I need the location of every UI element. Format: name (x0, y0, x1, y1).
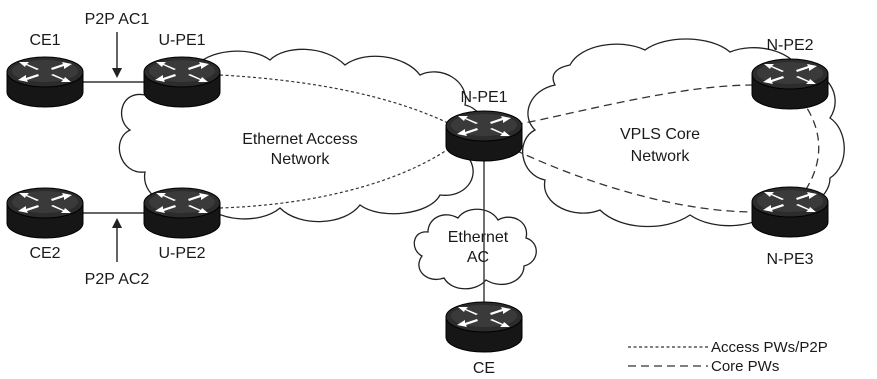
label-core-network-line2: Network (631, 148, 691, 165)
legend: Access PWs/P2P Core PWs (628, 339, 828, 375)
router-upe1-icon (143, 56, 221, 108)
label-access-network-line2: Network (271, 151, 331, 168)
label-npe3: N-PE3 (766, 251, 813, 268)
label-upe1: U-PE1 (158, 32, 205, 49)
label-ce1: CE1 (29, 32, 60, 49)
label-ethernet-ac-line2: AC (467, 249, 489, 266)
router-npe3-icon (751, 186, 829, 238)
arrow-ac2-icon (112, 218, 122, 262)
core-pw-npe1-npe3 (514, 149, 756, 213)
label-npe1: N-PE1 (460, 89, 507, 106)
arrow-ac1-icon (112, 32, 122, 78)
router-ce2-icon (6, 187, 84, 239)
legend-core-label: Core PWs (711, 358, 779, 375)
label-core-network-line1: VPLS Core (620, 126, 700, 143)
legend-access-label: Access PWs/P2P (711, 339, 828, 356)
core-pw-npe1-npe2 (514, 84, 756, 126)
label-ce: CE (473, 360, 495, 377)
router-npe2-icon (751, 58, 829, 110)
core-pw-npe2-npe3 (799, 97, 820, 199)
label-upe2: U-PE2 (158, 245, 205, 262)
access-pw-upe2-npe1 (219, 147, 451, 209)
router-ce-icon (445, 301, 523, 353)
label-npe2: N-PE2 (766, 37, 813, 54)
label-p2p-ac2: P2P AC2 (85, 271, 150, 288)
label-p2p-ac1: P2P AC1 (85, 11, 150, 28)
access-pw-upe1-npe1 (219, 74, 451, 125)
router-upe2-icon (143, 187, 221, 239)
router-ce1-icon (6, 56, 84, 108)
ethernet-ac-cloud (413, 208, 537, 290)
label-ethernet-ac-line1: Ethernet (448, 229, 509, 246)
router-npe1-icon (445, 110, 523, 162)
label-ce2: CE2 (29, 245, 60, 262)
label-access-network-line1: Ethernet Access (242, 131, 358, 148)
